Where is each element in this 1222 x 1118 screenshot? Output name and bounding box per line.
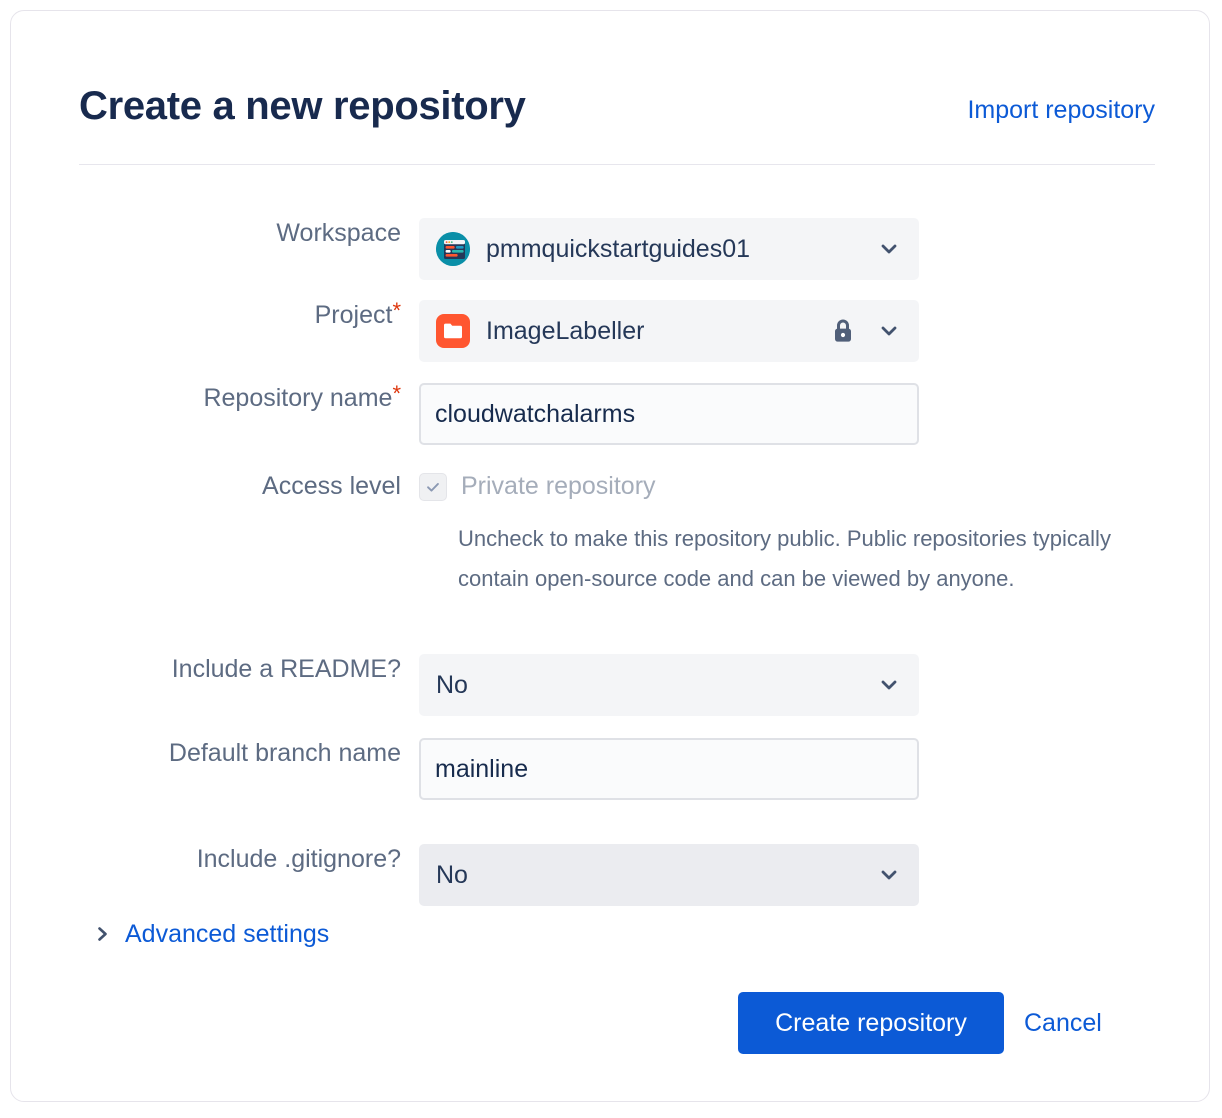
chevron-down-icon (878, 320, 900, 342)
default-branch-input[interactable] (419, 738, 919, 800)
repository-name-row: Repository name* (91, 383, 919, 445)
project-label-text: Project (314, 301, 393, 329)
access-level-row: Access level Private repository (91, 471, 656, 502)
lock-icon (830, 317, 856, 345)
include-readme-row: Include a README? No (91, 654, 919, 716)
chevron-down-icon (878, 238, 900, 260)
include-gitignore-row: Include .gitignore? No (91, 844, 919, 906)
access-level-help-text: Uncheck to make this repository public. … (458, 526, 1111, 591)
import-repository-link[interactable]: Import repository (967, 96, 1155, 124)
include-readme-select[interactable]: No (419, 654, 919, 716)
project-required-marker: * (392, 298, 401, 323)
check-icon (427, 482, 439, 492)
include-gitignore-value: No (436, 861, 468, 889)
workspace-label: Workspace (276, 219, 401, 247)
include-gitignore-label: Include .gitignore? (196, 845, 401, 873)
private-repository-label: Private repository (461, 472, 656, 500)
default-branch-row: Default branch name (91, 738, 919, 800)
page-title: Create a new repository (79, 84, 526, 128)
advanced-settings-label: Advanced settings (125, 920, 330, 948)
include-readme-label: Include a README? (171, 655, 401, 683)
repository-name-label: Repository name* (91, 383, 419, 414)
project-row: Project* ImageLabeller (91, 300, 919, 362)
project-label: Project* (91, 300, 419, 331)
chevron-down-icon (878, 864, 900, 886)
project-value: ImageLabeller (486, 317, 645, 345)
workspace-value: pmmquickstartguides01 (486, 235, 751, 263)
advanced-settings-toggle[interactable]: Advanced settings (95, 919, 329, 949)
project-folder-icon (436, 314, 470, 348)
private-repository-checkbox[interactable] (419, 473, 447, 501)
default-branch-label: Default branch name (168, 739, 401, 767)
create-repository-card: Create a new repository Import repositor… (10, 10, 1210, 1102)
include-readme-value: No (436, 671, 468, 699)
cancel-button[interactable]: Cancel (1024, 1009, 1102, 1037)
workspace-avatar-icon (436, 232, 470, 266)
create-repository-button[interactable]: Create repository (738, 992, 1004, 1054)
repository-name-label-text: Repository name (203, 384, 393, 412)
access-level-label: Access level (262, 472, 401, 500)
include-gitignore-select[interactable]: No (419, 844, 919, 906)
chevron-right-icon (95, 924, 111, 944)
repository-name-required-marker: * (392, 381, 401, 406)
workspace-row: Workspace (91, 218, 919, 280)
card-header: Create a new repository Import repositor… (79, 73, 1155, 165)
project-select[interactable]: ImageLabeller (419, 300, 919, 362)
repository-name-input[interactable] (419, 383, 919, 445)
chevron-down-icon (878, 674, 900, 696)
workspace-select[interactable]: pmmquickstartguides01 (419, 218, 919, 280)
